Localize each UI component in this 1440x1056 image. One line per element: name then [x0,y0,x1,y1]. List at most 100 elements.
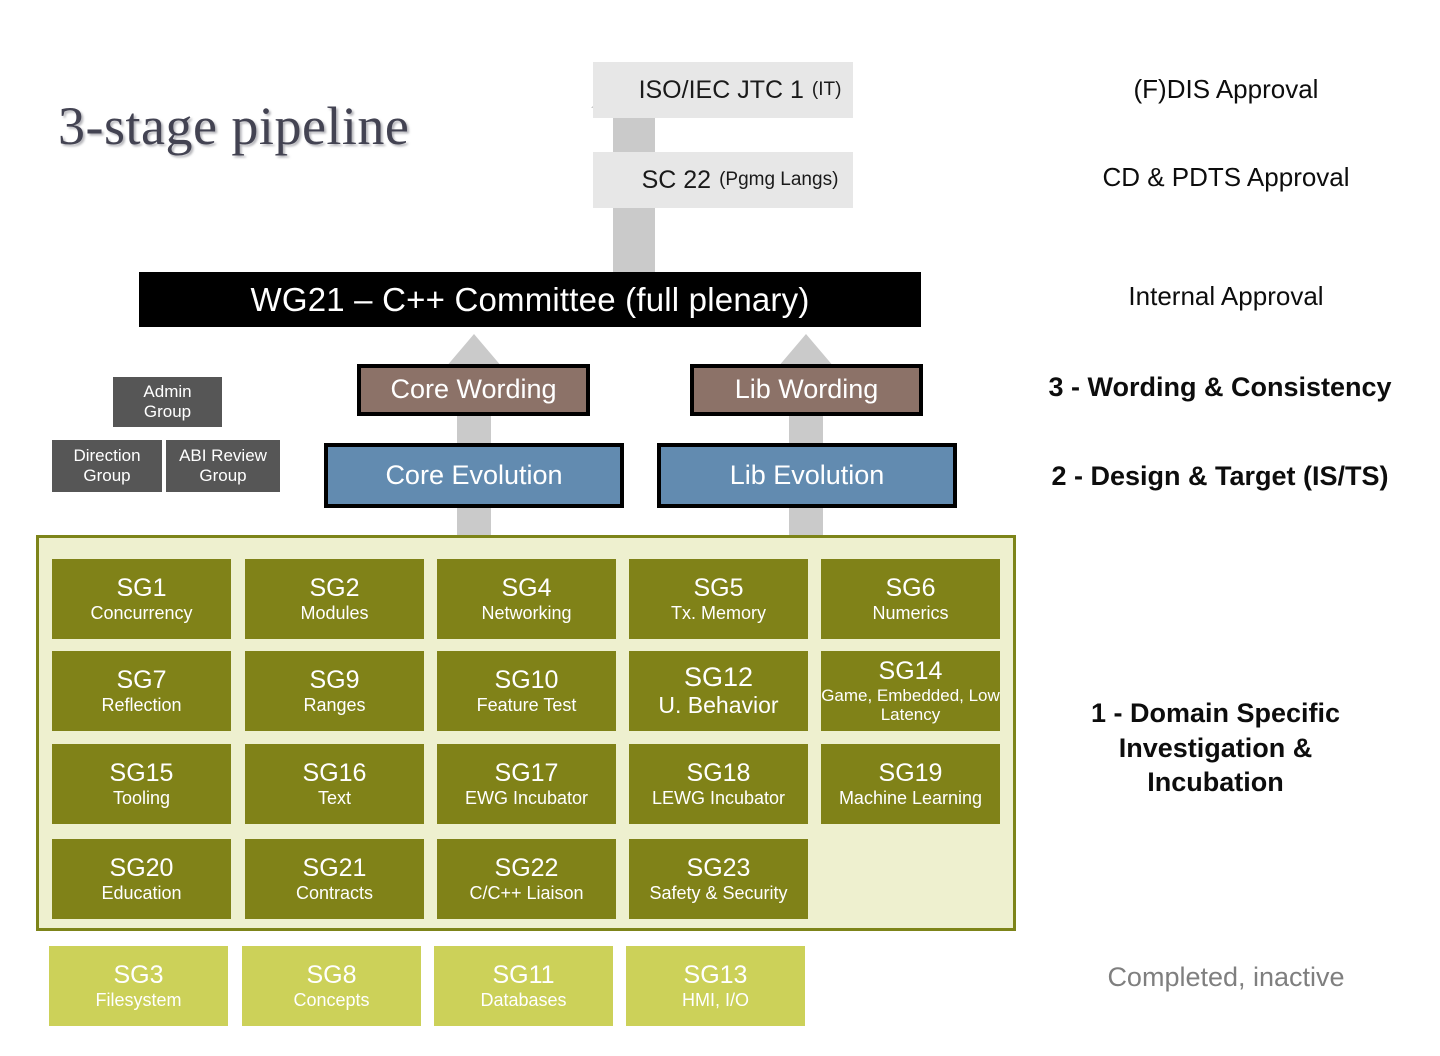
sg-box-sg2[interactable]: SG2 Modules [245,559,424,639]
sg-code: SG16 [302,758,367,787]
sg-code: SG13 [683,960,748,989]
slide-title: 3-stage pipeline [58,96,410,156]
sg-box-sg11[interactable]: SG11 Databases [434,946,613,1026]
sg-code: SG12 [683,661,754,692]
sg-box-sg15[interactable]: SG15 Tooling [52,744,231,824]
abi-review-group-line1: ABI Review [179,446,267,466]
sg-box-sg18[interactable]: SG18 LEWG Incubator [629,744,808,824]
sg-box-sg16[interactable]: SG16 Text [245,744,424,824]
caption-fdis-approval: (F)DIS Approval [1133,74,1319,105]
sg-desc: Feature Test [476,695,577,716]
sg-code: SG1 [116,573,167,602]
sc22-box: SC 22 (Pgmg Langs) [593,152,853,208]
sg-code: SG8 [306,960,357,989]
sg-code: SG17 [494,758,559,787]
sg-box-sg14[interactable]: SG14 Game, Embedded, Low Latency [821,651,1000,731]
admin-group-line1: Admin [143,382,192,402]
sg-code: SG14 [878,656,943,685]
sg-code: SG20 [109,853,174,882]
sg-code: SG19 [878,758,943,787]
sg-box-sg17[interactable]: SG17 EWG Incubator [437,744,616,824]
sg-code: SG7 [116,665,167,694]
sg-desc: Ranges [303,695,366,716]
direction-group-box: Direction Group [52,440,162,492]
sg-box-sg20[interactable]: SG20 Education [52,839,231,919]
direction-group-line2: Group [83,466,131,485]
sg-desc: Numerics [872,603,949,624]
iso-jtc1-box: ISO/IEC JTC 1 (IT) [593,62,853,118]
sg-box-sg1[interactable]: SG1 Concurrency [52,559,231,639]
sg-desc: U. Behavior [658,692,779,719]
sg-code: SG21 [302,853,367,882]
sg-desc: Contracts [295,883,374,904]
sg-box-sg4[interactable]: SG4 Networking [437,559,616,639]
sg-desc: Networking [481,603,572,624]
caption-completed-inactive: Completed, inactive [1107,961,1345,992]
sg-box-sg5[interactable]: SG5 Tx. Memory [629,559,808,639]
caption-stage-1: 1 - Domain Specific Investigation & Incu… [1090,698,1341,798]
sg-box-sg23[interactable]: SG23 Safety & Security [629,839,808,919]
sg-desc: Machine Learning [838,788,983,809]
sg-code: SG10 [494,665,559,694]
sg-desc: Filesystem [95,990,182,1011]
lib-evolution-label: Lib Evolution [729,459,885,490]
sg-box-sg19[interactable]: SG19 Machine Learning [821,744,1000,824]
sg-desc: LEWG Incubator [651,788,786,809]
sg-code: SG15 [109,758,174,787]
sg-desc: Safety & Security [649,883,788,904]
sg-code: SG23 [686,853,751,882]
wg21-plenary-label: WG21 – C++ Committee (full plenary) [250,280,810,318]
sg-code: SG5 [693,573,744,602]
study-groups-container: SG1 Concurrency SG2 Modules SG4 Networki… [36,535,1016,931]
sg-box-sg6[interactable]: SG6 Numerics [821,559,1000,639]
sg-desc: Reflection [101,695,182,716]
sg-desc: EWG Incubator [464,788,589,809]
sg-desc: Databases [480,990,567,1011]
sg-desc: Concepts [293,990,370,1011]
sg-box-sg13[interactable]: SG13 HMI, I/O [626,946,805,1026]
core-wording-label: Core Wording [390,374,557,405]
wg21-plenary-bar: WG21 – C++ Committee (full plenary) [139,272,921,327]
sg-desc: Education [101,883,182,904]
sg-desc: Tooling [112,788,171,809]
lib-wording-label: Lib Wording [734,374,879,405]
core-evolution-box: Core Evolution [324,443,624,508]
caption-internal-approval: Internal Approval [1128,281,1324,312]
sg-box-sg10[interactable]: SG10 Feature Test [437,651,616,731]
sg-desc: Tx. Memory [670,603,766,624]
sg-code: SG9 [309,665,360,694]
lib-wording-box: Lib Wording [690,364,923,416]
sg-desc: Modules [300,603,369,624]
sg-code: SG18 [686,758,751,787]
sg-code: SG6 [885,573,936,602]
sg-desc: Concurrency [90,603,193,624]
abi-review-group-box: ABI Review Group [166,440,280,492]
caption-cd-pdts-approval: CD & PDTS Approval [1102,162,1350,193]
caption-stage-3: 3 - Wording & Consistency [1048,371,1392,402]
sg-desc: C/C++ Liaison [469,883,584,904]
caption-stage-2: 2 - Design & Target (IS/TS) [1051,460,1389,491]
admin-group-box: Admin Group [113,377,222,427]
sc22-label: SC 22 [641,165,712,194]
sg-box-sg3[interactable]: SG3 Filesystem [49,946,228,1026]
core-evolution-label: Core Evolution [385,459,563,490]
sg-box-sg9[interactable]: SG9 Ranges [245,651,424,731]
core-wording-box: Core Wording [357,364,590,416]
sg-desc: Text [317,788,351,809]
sg-box-sg7[interactable]: SG7 Reflection [52,651,231,731]
sg-desc: HMI, I/O [682,990,749,1011]
sg-box-sg22[interactable]: SG22 C/C++ Liaison [437,839,616,919]
abi-review-group-line2: Group [199,466,247,485]
admin-group-line2: Group [143,402,192,421]
sg-code: SG4 [501,573,552,602]
sg-desc: Game, Embedded, Low Latency [821,686,1000,725]
sc22-sublabel: (Pgmg Langs) [719,168,839,190]
iso-jtc1-sublabel: (IT) [811,78,842,100]
lib-evolution-box: Lib Evolution [657,443,957,508]
sg-code: SG2 [309,573,360,602]
sg-box-sg12[interactable]: SG12 U. Behavior [629,651,808,731]
sg-box-sg8[interactable]: SG8 Concepts [242,946,421,1026]
sg-code: SG22 [494,853,559,882]
sg-box-sg21[interactable]: SG21 Contracts [245,839,424,919]
